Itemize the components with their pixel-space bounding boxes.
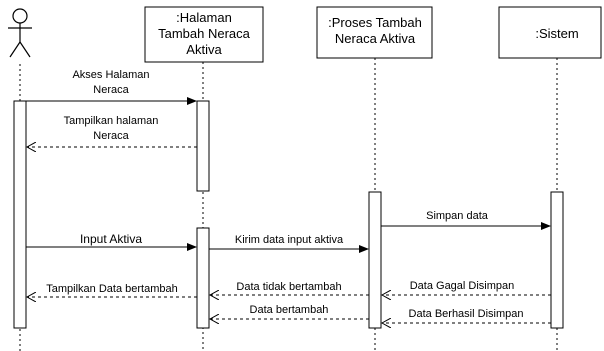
message-label-data-tidak-bertambah: Data tidak bertambah xyxy=(236,281,341,293)
activation-proses xyxy=(368,191,382,329)
participant-halaman: :Halaman Tambah Neraca Aktiva xyxy=(144,6,264,63)
message-label-tampilkan-data: Tampilkan Data bertambah xyxy=(46,283,177,295)
activation-sistem xyxy=(550,191,564,329)
participant-proses: :Proses Tambah Neraca Aktiva xyxy=(316,6,433,59)
message-label-tampilkan-halaman-line2: Neraca xyxy=(93,130,129,142)
message-label-data-berhasil: Data Berhasil Disimpan xyxy=(409,308,524,320)
message-label-data-bertambah: Data bertambah xyxy=(250,304,329,316)
message-label-input-aktiva: Input Aktiva xyxy=(80,232,142,246)
message-label-data-gagal: Data Gagal Disimpan xyxy=(410,280,515,292)
activation-halaman-2 xyxy=(196,227,210,329)
participant-halaman-line3: Aktiva xyxy=(186,42,222,57)
message-label-tampilkan-halaman-line1: Tampilkan halaman xyxy=(64,115,159,127)
participant-sistem: :Sistem xyxy=(498,6,602,59)
activation-halaman-1 xyxy=(196,100,210,192)
actor-icon xyxy=(8,8,32,58)
message-label-akses-halaman-line2: Neraca xyxy=(93,84,129,96)
message-label-akses-halaman-line1: Akses Halaman xyxy=(72,69,149,81)
participant-halaman-line2: Tambah Neraca xyxy=(158,26,251,41)
participant-halaman-line1: :Halaman xyxy=(176,10,232,25)
activation-actor xyxy=(13,100,27,329)
message-label-simpan-data: Simpan data xyxy=(426,210,489,222)
participant-proses-line2: Neraca Aktiva xyxy=(335,31,416,46)
participant-sistem-line1: :Sistem xyxy=(535,26,578,41)
participant-proses-line1: :Proses Tambah xyxy=(328,15,422,30)
message-label-kirim-data: Kirim data input aktiva xyxy=(235,234,344,246)
